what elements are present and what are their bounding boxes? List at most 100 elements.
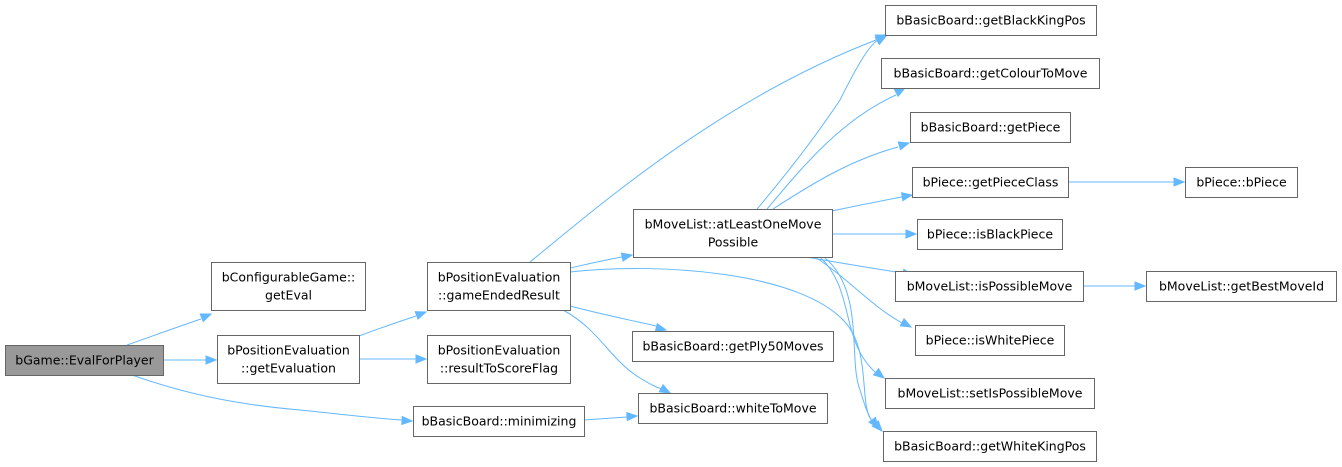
node-label: bPiece::isWhitePiece <box>926 333 1055 348</box>
node-box[interactable] <box>5 345 164 376</box>
arrowhead-icon <box>415 354 428 364</box>
edge-line <box>569 256 623 269</box>
node-box[interactable] <box>217 335 360 384</box>
arrowhead-icon <box>874 35 888 46</box>
node-getWhiteKingPos[interactable]: bBasicBoard::getWhiteKingPos <box>883 431 1097 462</box>
edge-line <box>358 315 417 337</box>
edge-gameEndedResult-to-whiteToMove <box>562 309 672 394</box>
node-box[interactable] <box>211 262 366 311</box>
edge-line <box>823 256 877 427</box>
node-label: bBasicBoard::getBlackKingPos <box>896 13 1085 28</box>
nodes-layer: bGame::EvalForPlayer bConfigurableGame::g… <box>5 5 1337 462</box>
node-isBlackPiece[interactable]: bPiece::isBlackPiece <box>917 219 1063 250</box>
node-label: bPositionEvaluation <box>438 270 561 285</box>
node-label: bPiece::getPieceClass <box>923 175 1059 190</box>
node-getPiece[interactable]: bBasicBoard::getPiece <box>910 112 1071 143</box>
edge-atLeastOneMovePossible-to-getWhiteKingPos <box>823 256 883 433</box>
node-getPly50Moves[interactable]: bBasicBoard::getPly50Moves <box>632 331 834 362</box>
node-box[interactable] <box>633 209 833 258</box>
edge-line <box>819 256 876 373</box>
node-box[interactable] <box>1146 271 1337 302</box>
node-getBestMoveId[interactable]: bMoveList::getBestMoveId <box>1146 271 1337 302</box>
edge-minimizing-to-whiteToMove <box>583 411 639 422</box>
arrowhead-icon <box>1134 281 1147 291</box>
node-box[interactable] <box>427 335 571 384</box>
edge-evalForPlayer-to-getEval <box>126 313 213 346</box>
edge-line <box>131 374 403 421</box>
node-box[interactable] <box>912 167 1069 198</box>
node-box[interactable] <box>917 219 1063 250</box>
edge-evalForPlayer-to-minimizing <box>131 374 414 426</box>
node-setIsPossibleMove[interactable]: bMoveList::setIsPossibleMove <box>885 378 1095 409</box>
node-box[interactable] <box>632 331 834 362</box>
node-evalForPlayer[interactable]: bGame::EvalForPlayer <box>5 345 164 376</box>
arrowhead-icon <box>1173 177 1186 187</box>
node-label: bPiece::bPiece <box>1196 175 1287 190</box>
node-box[interactable] <box>881 58 1100 89</box>
arrowhead-icon <box>401 415 414 426</box>
node-getColourToMove[interactable]: bBasicBoard::getColourToMove <box>881 58 1100 89</box>
node-label: bBasicBoard::minimizing <box>422 414 577 429</box>
node-label: bMoveList::getBestMoveId <box>1159 279 1324 294</box>
node-label: bBasicBoard::getWhiteKingPos <box>894 439 1086 454</box>
edge-atLeastOneMovePossible-to-getPieceClass <box>831 192 914 212</box>
edge-line <box>583 416 628 421</box>
node-box[interactable] <box>638 393 828 424</box>
edge-atLeastOneMovePossible-to-isBlackPiece <box>832 229 918 239</box>
node-label: bMoveList::atLeastOneMove <box>645 217 822 232</box>
node-label: bMoveList::setIsPossibleMove <box>898 386 1083 401</box>
node-getPieceClass[interactable]: bPiece::getPieceClass <box>912 167 1069 198</box>
node-box[interactable] <box>413 406 585 437</box>
node-label: bConfigurableGame:: <box>222 270 356 285</box>
edge-line <box>805 256 904 274</box>
edge-line <box>529 39 877 263</box>
edge-line <box>831 196 903 212</box>
arrowhead-icon <box>897 141 911 151</box>
edge-line <box>756 39 879 210</box>
node-gameEndedResult[interactable]: bPositionEvaluation::gameEndedResult <box>427 262 571 311</box>
node-isWhitePiece[interactable]: bPiece::isWhitePiece <box>915 325 1065 356</box>
edge-line <box>126 318 202 346</box>
node-box[interactable] <box>910 112 1071 143</box>
node-bPiece[interactable]: bPiece::bPiece <box>1185 167 1298 198</box>
node-label: getEval <box>265 288 312 303</box>
arrowhead-icon <box>414 311 428 321</box>
node-label: ::gameEndedResult <box>438 288 560 303</box>
edge-line <box>562 309 663 390</box>
arrowhead-icon <box>654 322 668 333</box>
edge-line <box>766 94 897 210</box>
node-getBlackKingPos[interactable]: bBasicBoard::getBlackKingPos <box>885 5 1097 36</box>
node-box[interactable] <box>915 325 1065 356</box>
arrowhead-icon <box>871 420 883 433</box>
node-box[interactable] <box>895 271 1084 302</box>
node-label: ::resultToScoreFlag <box>440 361 558 376</box>
arrowhead-icon <box>900 192 914 202</box>
arrowhead-icon <box>872 367 886 379</box>
node-label: bMoveList::isPossibleMove <box>907 279 1073 294</box>
node-box[interactable] <box>1185 167 1298 198</box>
edges-layer <box>126 34 1186 433</box>
node-label: bPiece::isBlackPiece <box>927 227 1053 242</box>
edge-gameEndedResult-to-atLeastOneMovePossible <box>569 252 634 269</box>
node-getEvaluation[interactable]: bPositionEvaluation::getEvaluation <box>217 335 360 384</box>
edge-atLeastOneMovePossible-to-setIsPossibleMove <box>819 256 886 379</box>
node-whiteToMove[interactable]: bBasicBoard::whiteToMove <box>638 393 828 424</box>
node-minimizing[interactable]: bBasicBoard::minimizing <box>413 406 585 437</box>
node-label: bPositionEvaluation <box>227 343 350 358</box>
node-box[interactable] <box>427 262 571 311</box>
edge-atLeastOneMovePossible-to-getBlackKingPos <box>756 35 888 210</box>
node-label: ::getEvaluation <box>241 361 336 376</box>
edge-getEvaluation-to-resultToScoreFlag <box>359 354 428 364</box>
node-resultToScoreFlag[interactable]: bPositionEvaluation::resultToScoreFlag <box>427 335 571 384</box>
node-getEval[interactable]: bConfigurableGame::getEval <box>211 262 366 311</box>
arrowhead-icon <box>626 411 639 422</box>
edge-getPieceClass-to-bPiece <box>1068 177 1186 187</box>
node-label: bBasicBoard::getColourToMove <box>894 66 1088 81</box>
node-box[interactable] <box>885 5 1097 36</box>
edge-line <box>569 268 871 419</box>
node-isPossibleMove[interactable]: bMoveList::isPossibleMove <box>895 271 1084 302</box>
node-box[interactable] <box>883 431 1097 462</box>
arrowhead-icon <box>199 313 213 323</box>
node-box[interactable] <box>885 378 1095 409</box>
